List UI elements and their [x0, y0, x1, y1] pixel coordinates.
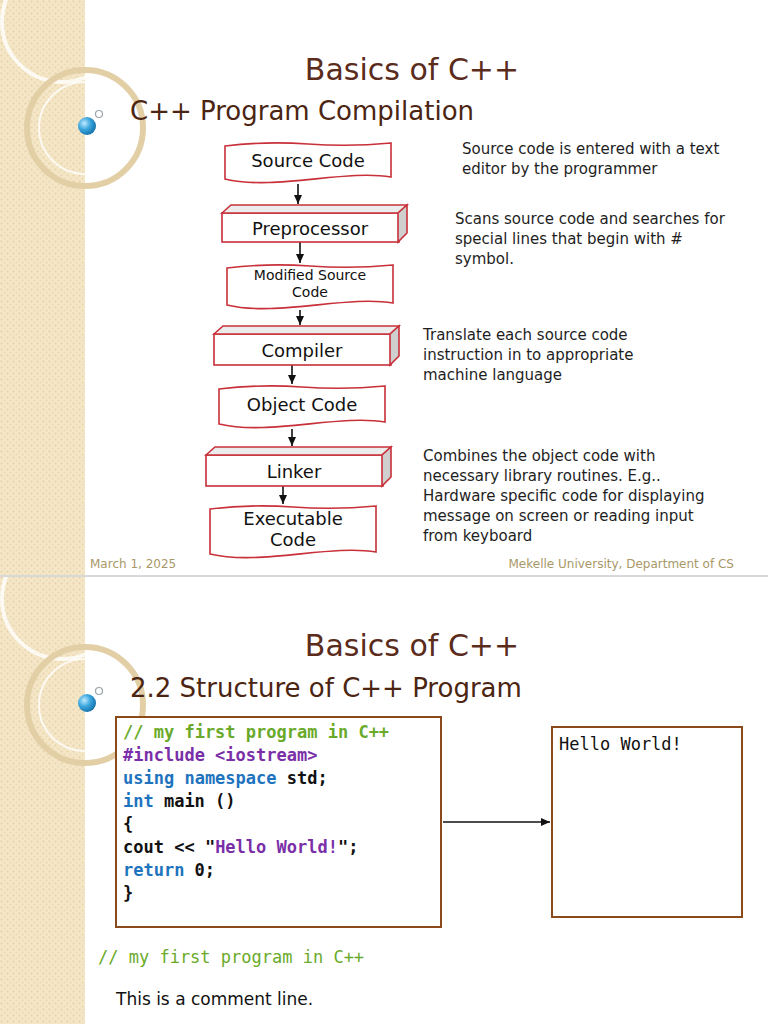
code-line: { — [123, 813, 389, 836]
slide-subtitle: C++ Program Compilation — [130, 96, 474, 126]
node-label-area: Preprocessor — [221, 213, 399, 243]
code-token: { — [123, 814, 133, 834]
code-token: main () — [164, 791, 236, 811]
node-label: Object Code — [247, 394, 357, 415]
explanation-text: This is a comment line. — [116, 989, 313, 1009]
document-wave — [219, 386, 385, 428]
box-top — [214, 326, 399, 334]
process-box: Linker — [205, 446, 392, 487]
process-box: Preprocessor — [221, 204, 408, 243]
code-token: using namespace — [123, 768, 277, 788]
node-label: Linker — [267, 461, 322, 482]
code-line: return 0; — [123, 859, 389, 882]
flow-arrow — [297, 184, 299, 204]
box-top — [222, 205, 407, 213]
node-label-stack: Modified Source Code — [245, 267, 375, 301]
code-token: cout << " — [123, 837, 215, 857]
code-token: #include <iostream> — [123, 745, 317, 765]
flow-arrow — [299, 310, 301, 325]
document-shape: Object Code — [218, 384, 386, 433]
box-front — [214, 334, 391, 365]
code-token: return — [123, 860, 184, 880]
code-line: // my first program in C++ — [123, 721, 389, 744]
code-line: #include <iostream> — [123, 744, 389, 767]
node-label-area: Modified Source Code — [226, 263, 394, 305]
slide-subtitle: 2.2 Structure of C++ Program — [130, 673, 522, 703]
side-panel — [0, 577, 85, 1024]
slide-title: Basics of C++ — [0, 628, 768, 663]
code-token: } — [123, 883, 133, 903]
node-label-stack: Compiler — [261, 340, 342, 361]
step-note: Scans source code and searches for speci… — [455, 209, 735, 269]
node-label-stack: Preprocessor — [252, 218, 368, 239]
document-shape: Executable Code — [209, 504, 377, 563]
box-front — [222, 213, 399, 242]
footer-institution: Mekelle University, Department of CS — [509, 557, 734, 571]
code-line: int main () — [123, 790, 389, 813]
node-label-stack: Object Code — [247, 394, 357, 415]
console-body: Hello World! — [559, 733, 682, 756]
code-comment: // my first program in C++ — [98, 947, 364, 967]
document-shape: Modified Source Code — [226, 263, 394, 314]
node-label-area: Executable Code — [209, 504, 377, 554]
node-label-stack: Linker — [267, 461, 322, 482]
code-body: // my first program in C++ #include <iost… — [123, 721, 389, 905]
code-token: Hello World! — [215, 837, 338, 857]
document-wave — [227, 265, 393, 309]
code-token: std; — [287, 768, 328, 788]
node-label-stack: Source Code — [251, 150, 365, 171]
step-note: Combines the object code with necessary … — [423, 446, 723, 546]
code-listing-box: // my first program in C++ #include <iost… — [115, 716, 442, 928]
box-side — [390, 326, 399, 365]
node-label: Preprocessor — [252, 218, 368, 239]
output-console-box: Hello World! — [551, 726, 743, 918]
slide-title: Basics of C++ — [0, 52, 768, 87]
code-token: "; — [338, 837, 358, 857]
flow-arrow — [291, 429, 293, 446]
node-label-area: Object Code — [218, 384, 386, 424]
step-note: Source code is entered with a text edito… — [462, 139, 742, 179]
process-box: Compiler — [213, 325, 400, 366]
footer-date: March 1, 2025 — [90, 557, 176, 571]
code-token: 0; — [195, 860, 215, 880]
bullet-ball — [78, 694, 96, 712]
code-line: using namespace std; — [123, 767, 389, 790]
node-label-stack: Executable Code — [233, 508, 353, 550]
node-label-area: Source Code — [224, 141, 392, 179]
bullet-ball — [78, 117, 96, 135]
console-output: Hello World! — [559, 733, 682, 756]
code-line: cout << "Hello World!"; — [123, 836, 389, 859]
document-shape: Source Code — [224, 141, 392, 188]
step-note: Translate each source code instruction i… — [423, 325, 683, 385]
slide-separator — [0, 575, 768, 577]
code-token: // my first program in C++ — [123, 722, 389, 742]
box-side — [382, 447, 391, 486]
flow-arrow — [443, 821, 550, 823]
node-label: Compiler — [261, 340, 342, 361]
node-label-area: Linker — [205, 455, 383, 487]
node-label: Modified Source Code — [245, 267, 375, 301]
node-label-area: Compiler — [213, 334, 391, 366]
box-front — [206, 455, 383, 486]
node-label: Executable Code — [233, 508, 353, 550]
document-wave — [225, 143, 391, 183]
bullet-ring — [96, 688, 103, 695]
bullet-ring — [96, 111, 103, 118]
node-label: Source Code — [251, 150, 365, 171]
box-side — [398, 205, 407, 242]
code-line: } — [123, 882, 389, 905]
document-wave — [210, 506, 376, 558]
code-token: int — [123, 791, 154, 811]
panel-rings — [2, 0, 143, 186]
box-top — [206, 447, 391, 455]
